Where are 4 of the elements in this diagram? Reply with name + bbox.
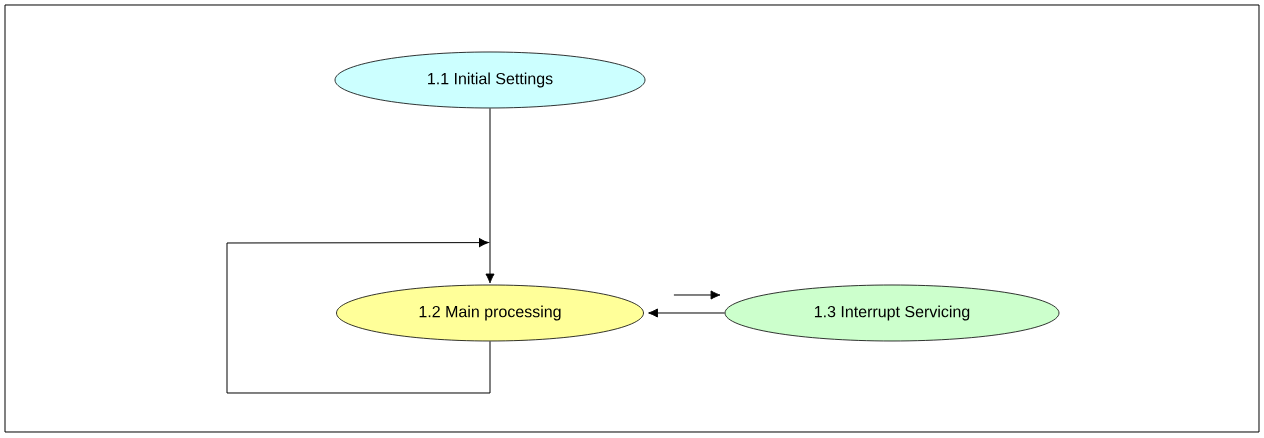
arrow — [485, 107, 495, 284]
arrow — [226, 238, 491, 394]
arrow — [648, 308, 726, 318]
arrow — [673, 290, 721, 300]
